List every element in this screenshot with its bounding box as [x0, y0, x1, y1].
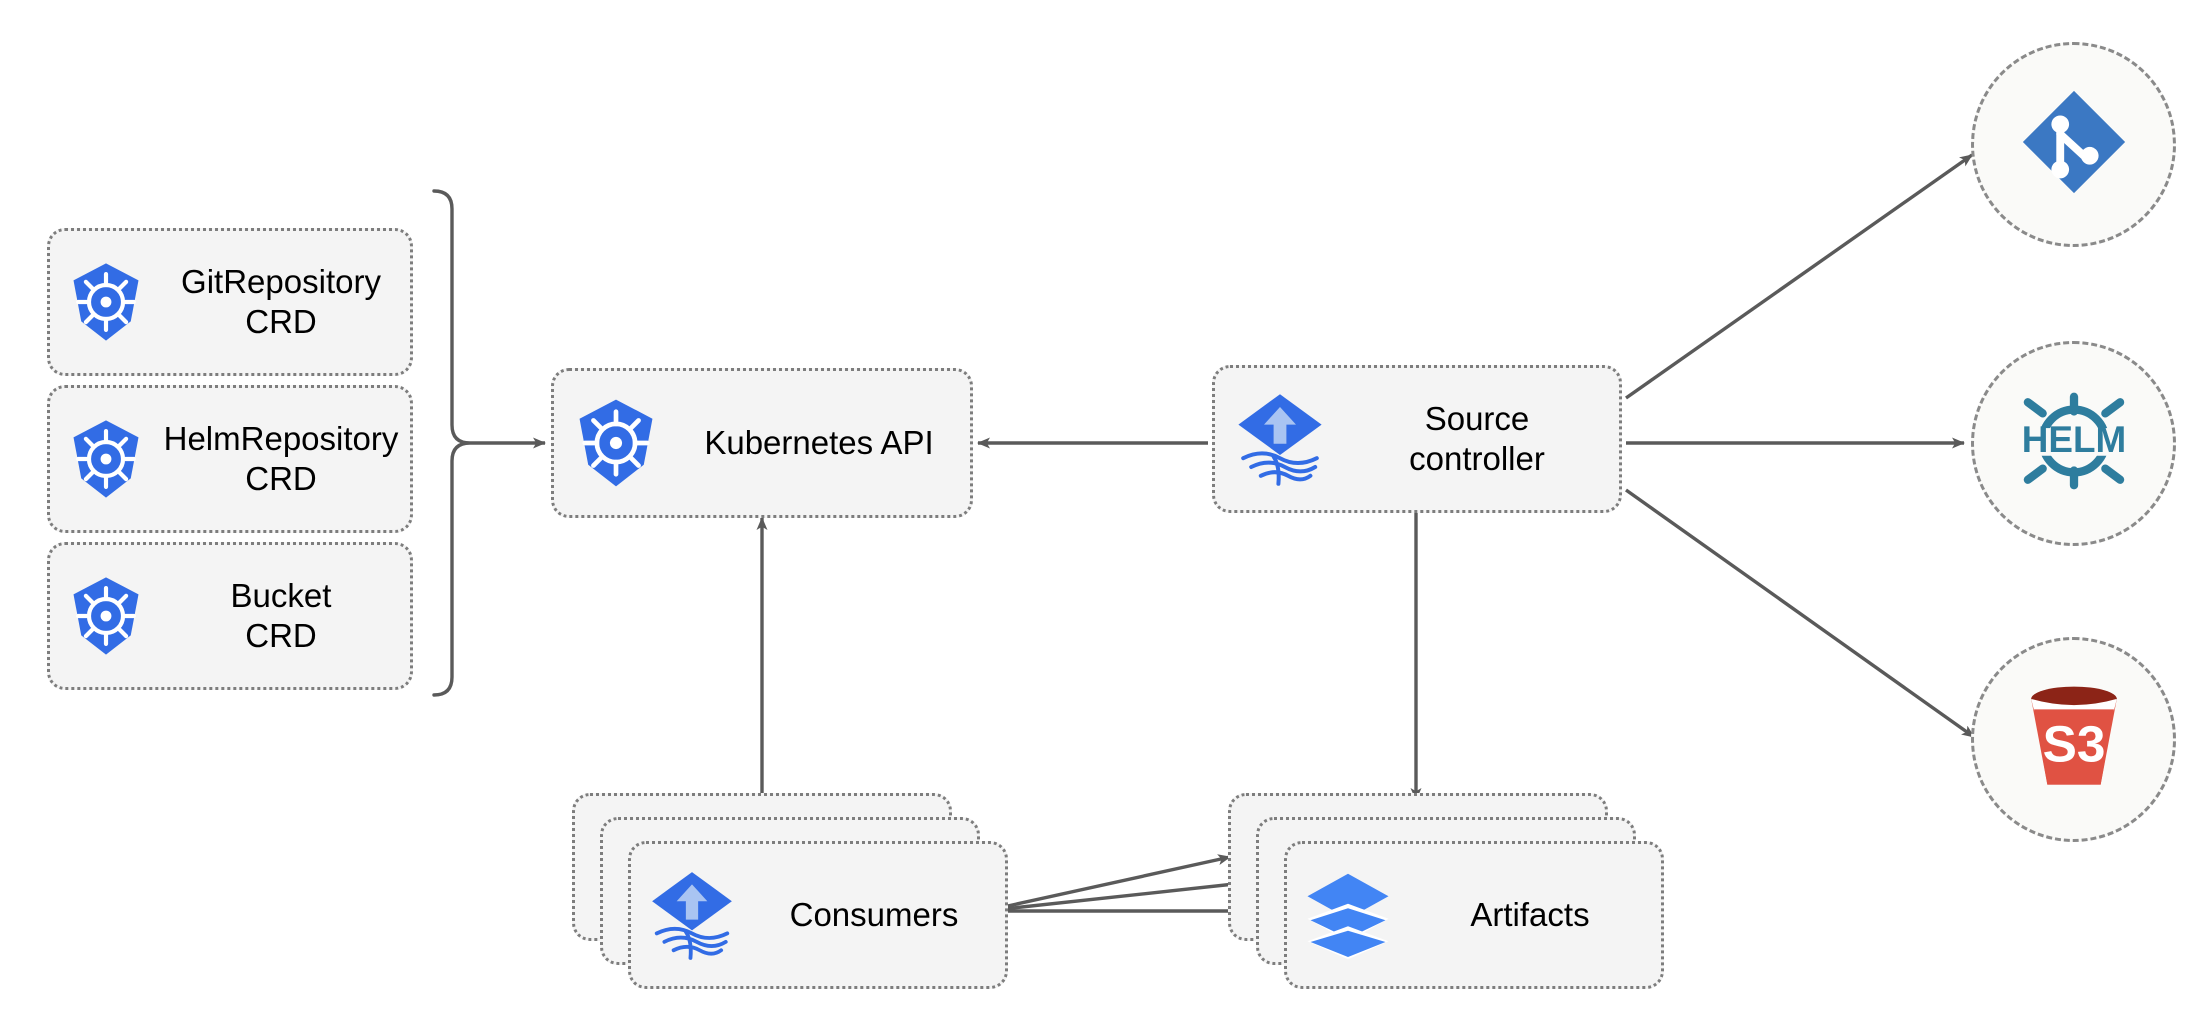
s3-icon: S3: [2012, 678, 2136, 801]
flux-icon: [631, 867, 753, 963]
helm-source-circle[interactable]: HELM: [1971, 341, 2176, 546]
helm-label: HELM: [2021, 419, 2125, 460]
arrow-consumers-to-artifacts-2: [984, 877, 1254, 913]
arrow-consumers-to-artifacts-1: [984, 854, 1231, 913]
s3-source-circle[interactable]: S3: [1971, 637, 2176, 842]
kubernetes-icon: [50, 418, 162, 500]
source-controller-box[interactable]: Source controller: [1212, 365, 1622, 513]
gitrepository-crd-box[interactable]: GitRepository CRD: [47, 228, 413, 376]
kubernetes-icon: [554, 397, 678, 489]
kubernetes-api-label: Kubernetes API: [704, 423, 934, 461]
artifacts-label: Artifacts: [1470, 895, 1590, 933]
arrow-source-controller-to-s3: [1625, 488, 1975, 739]
arrow-source-controller-to-git: [1625, 153, 1973, 400]
kubernetes-api-box[interactable]: Kubernetes API: [551, 368, 973, 518]
gitrepository-crd-label: GitRepository CRD: [181, 262, 381, 340]
bucket-crd-box[interactable]: Bucket CRD: [47, 542, 413, 690]
layers-icon: [1287, 869, 1409, 961]
flux-icon: [1215, 389, 1345, 489]
bucket-crd-label: Bucket CRD: [230, 576, 332, 654]
consumers-box[interactable]: Consumers: [628, 841, 1008, 989]
kubernetes-icon: [50, 261, 162, 343]
consumers-label: Consumers: [789, 895, 959, 933]
helmrepository-crd-box[interactable]: HelmRepository CRD: [47, 385, 413, 533]
artifacts-box[interactable]: Artifacts: [1284, 841, 1664, 989]
git-icon: [2015, 83, 2133, 206]
helmrepository-crd-label: HelmRepository CRD: [163, 419, 399, 497]
source-controller-label: Source controller: [1409, 399, 1545, 477]
helm-icon: HELM: [2009, 382, 2139, 505]
crd-group-brace: [432, 189, 471, 697]
s3-label: S3: [2042, 715, 2105, 773]
git-source-circle[interactable]: [1971, 42, 2176, 247]
kubernetes-icon: [50, 575, 162, 657]
